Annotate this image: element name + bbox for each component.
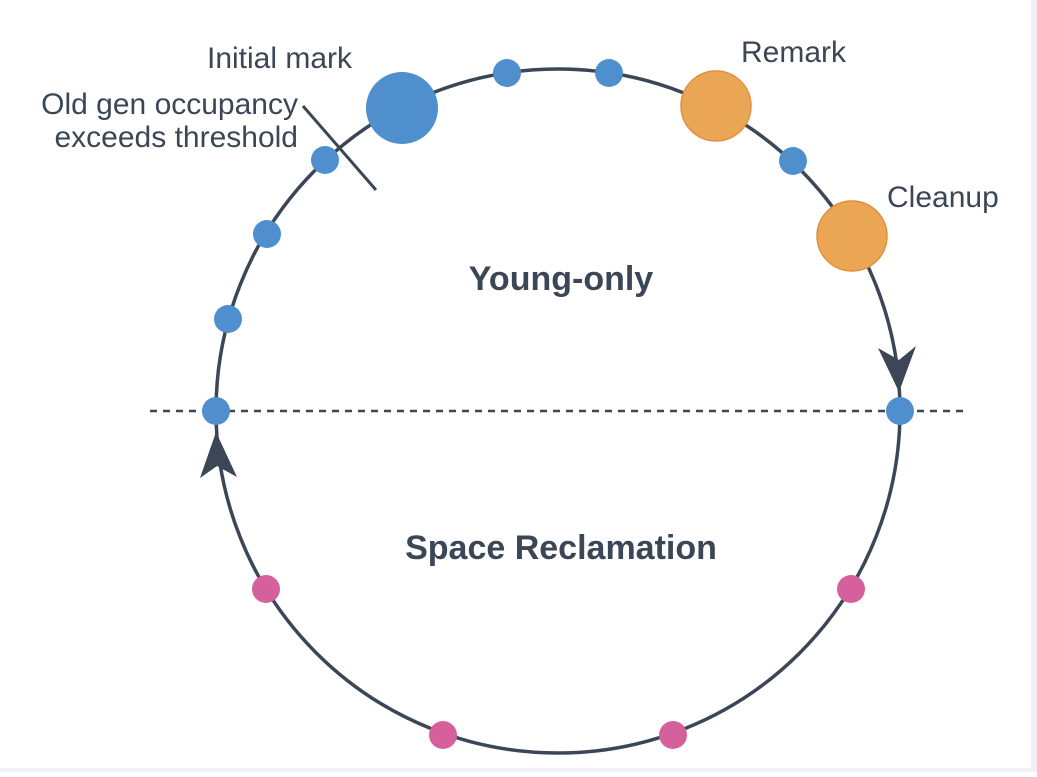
mixed-gc-dot <box>837 575 865 603</box>
right-edge-strip <box>1031 0 1037 772</box>
initial-mark-dot <box>366 72 438 144</box>
initial-mark-label: Initial mark <box>207 42 353 75</box>
bottom-edge-strip <box>0 768 1037 772</box>
young-gc-dot <box>595 59 623 87</box>
young-gc-dot <box>253 220 281 248</box>
cycle-arrow-left-icon <box>200 432 237 478</box>
threshold-label-line1: Old gen occupancy <box>41 88 298 121</box>
young-gc-dot <box>886 397 914 425</box>
mixed-gc-dot <box>252 575 280 603</box>
young-gc-dot <box>214 305 242 333</box>
young-only-label: Young-only <box>469 260 654 298</box>
threshold-label-line2: exceeds threshold <box>55 121 299 154</box>
mixed-gc-dot <box>429 721 457 749</box>
young-gc-dot <box>493 59 521 87</box>
cleanup-label: Cleanup <box>887 181 999 214</box>
remark-label: Remark <box>741 36 847 69</box>
young-gc-dot <box>311 146 339 174</box>
young-gc-dot <box>202 397 230 425</box>
remark-dot <box>680 70 752 142</box>
cleanup-dot <box>816 200 888 272</box>
cycle-arrow-right-icon <box>878 346 916 392</box>
mixed-gc-dot <box>659 721 687 749</box>
young-gc-dot <box>779 147 807 175</box>
space-reclamation-label: Space Reclamation <box>405 529 717 567</box>
threshold-trigger-tick <box>301 105 378 191</box>
